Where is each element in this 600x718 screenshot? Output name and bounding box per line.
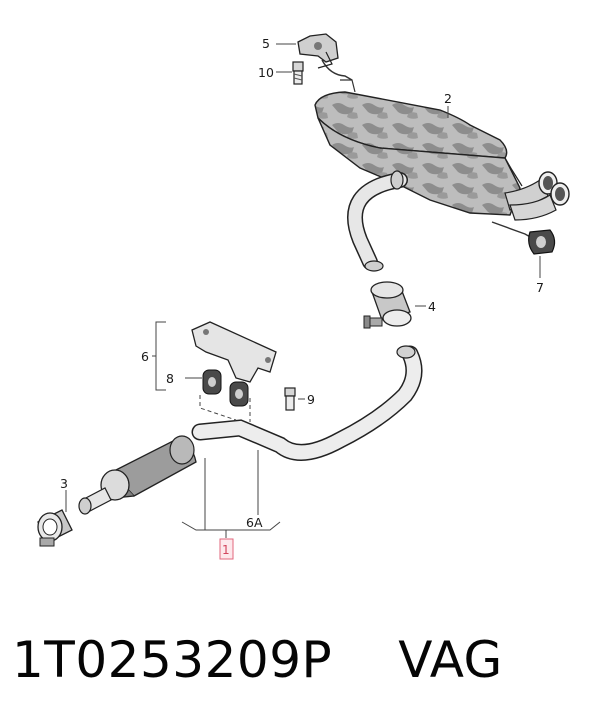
part-number: 1T0253209P bbox=[12, 631, 333, 689]
rubber-mounts-front bbox=[202, 369, 249, 407]
callout-9: 9 bbox=[307, 392, 315, 407]
part-1-highlight[interactable] bbox=[219, 538, 234, 560]
clamp-front bbox=[37, 509, 73, 547]
callout-2: 2 bbox=[444, 91, 452, 106]
callout-1: 1 bbox=[222, 543, 230, 557]
bracket bbox=[297, 33, 339, 69]
clamp-rear bbox=[363, 281, 412, 329]
callout-3: 3 bbox=[60, 476, 68, 491]
rubber-mount-rear bbox=[528, 229, 556, 255]
callout-6a: 6A bbox=[246, 515, 263, 530]
front-muffler bbox=[78, 435, 197, 515]
rear-muffler bbox=[314, 59, 570, 239]
callout-8: 8 bbox=[166, 371, 174, 386]
bolt-front bbox=[284, 387, 296, 411]
callout-4: 4 bbox=[428, 299, 436, 314]
guide-lines bbox=[65, 43, 541, 538]
callout-7: 7 bbox=[536, 280, 544, 295]
bolt-top bbox=[292, 61, 304, 85]
brand-name: VAG bbox=[398, 631, 503, 689]
intermediate-pipe bbox=[347, 170, 408, 272]
front-pipe bbox=[191, 345, 423, 461]
callout-6: 6 bbox=[141, 349, 149, 364]
hanger-bracket bbox=[191, 321, 277, 383]
exhaust-system-diagram: 2 4 5 7 10 3 6 6A 8 9 1 bbox=[37, 33, 570, 560]
caption: 1T0253209P VAG bbox=[12, 624, 503, 696]
callout-10: 10 bbox=[258, 65, 274, 80]
callout-5: 5 bbox=[262, 36, 270, 51]
